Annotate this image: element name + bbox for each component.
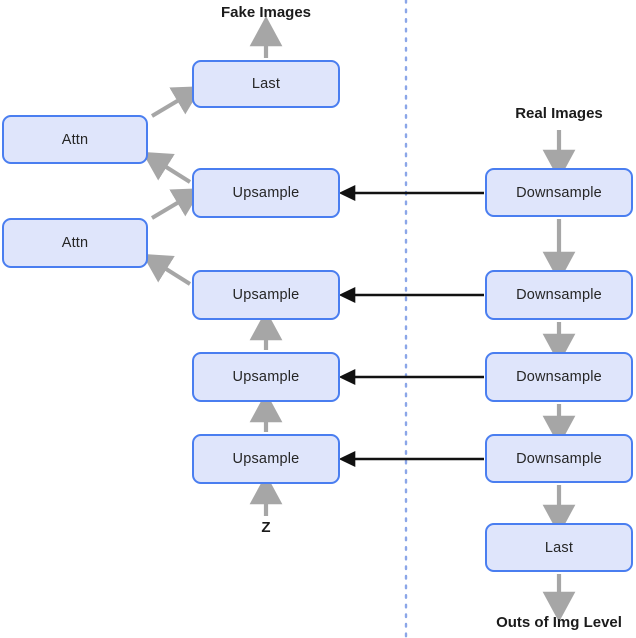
label-real-images: Real Images (515, 105, 603, 122)
node-label: Upsample (232, 185, 300, 201)
node-label: Upsample (232, 287, 300, 303)
node-label: Attn (61, 235, 89, 251)
node-discriminator-downsample-2[interactable]: Downsample (485, 270, 633, 320)
node-label: Upsample (232, 451, 300, 467)
edge-attn1-to-last (150, 86, 203, 118)
edge-upsample2-to-attn2 (142, 253, 192, 286)
node-label: Downsample (516, 450, 602, 467)
node-label: Attn (61, 131, 89, 148)
node-generator-attn-2[interactable]: Attn (2, 218, 148, 268)
node-discriminator-downsample-1[interactable]: Downsample (485, 168, 633, 217)
edge-attn2-to-upsample1 (150, 188, 203, 220)
node-generator-upsample-3[interactable]: Upsample (192, 352, 340, 402)
node-label: Downsample (516, 287, 602, 303)
node-label: Downsample (516, 184, 602, 201)
node-generator-upsample-4[interactable]: Upsample (192, 434, 340, 484)
edge-upsample1-to-attn1 (142, 151, 192, 184)
node-label: Last (544, 539, 574, 556)
label-outs-of-img-level: Outs of Img Level (496, 614, 622, 631)
node-generator-attn-1[interactable]: Attn (2, 115, 148, 164)
node-generator-upsample-2[interactable]: Upsample (192, 270, 340, 320)
node-generator-upsample-1[interactable]: Upsample (192, 168, 340, 218)
node-discriminator-last[interactable]: Last (485, 523, 633, 572)
label-z-input: Z (261, 519, 271, 536)
node-generator-last[interactable]: Last (192, 60, 340, 108)
node-discriminator-downsample-3[interactable]: Downsample (485, 352, 633, 402)
label-fake-images: Fake Images (220, 4, 312, 21)
node-label: Upsample (232, 369, 300, 385)
node-discriminator-downsample-4[interactable]: Downsample (485, 434, 633, 483)
node-label: Downsample (516, 369, 602, 385)
node-label: Last (251, 76, 281, 92)
